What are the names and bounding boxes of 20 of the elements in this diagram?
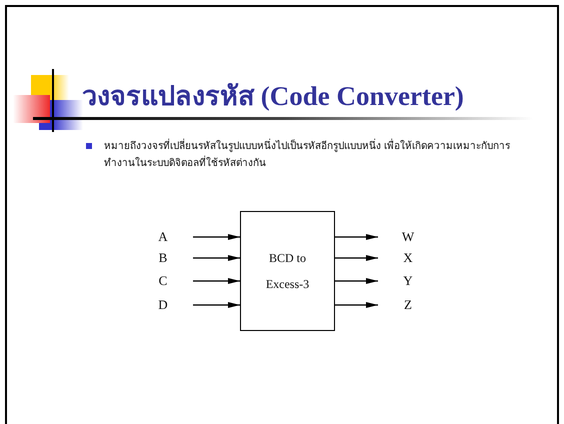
arrow — [333, 255, 378, 261]
signal-name: W — [400, 229, 416, 245]
bullet-text: หมายถึงวงจรที่เปลี่ยนรหัสในรูปแบบหนึ่งไปเป็นรหัสอีกรูปแบบหนึ่ง เพื่อให้เกิดความเหมาะกับการทำงานในระบบดิจิตอลที่ใช้รหัสต่างกัน — [104, 138, 524, 172]
arrow — [193, 278, 240, 284]
block-label: BCD to Excess-3 — [264, 250, 310, 293]
arrow — [193, 302, 240, 308]
arrow — [333, 302, 378, 308]
signal-name: C — [155, 273, 171, 289]
signal-name: D — [155, 297, 171, 313]
converter-block — [240, 211, 335, 331]
signal-name: A — [155, 229, 171, 245]
arrow — [333, 278, 378, 284]
signal-name: B — [155, 250, 171, 266]
arrow — [333, 234, 378, 240]
slide-title: วงจรแปลงรหัส (Code Converter) — [82, 80, 464, 113]
arrow — [193, 255, 240, 261]
arrow — [193, 234, 240, 240]
signal-name: X — [400, 250, 416, 266]
signal-name: Z — [400, 297, 416, 313]
signal-name: Y — [400, 273, 416, 289]
